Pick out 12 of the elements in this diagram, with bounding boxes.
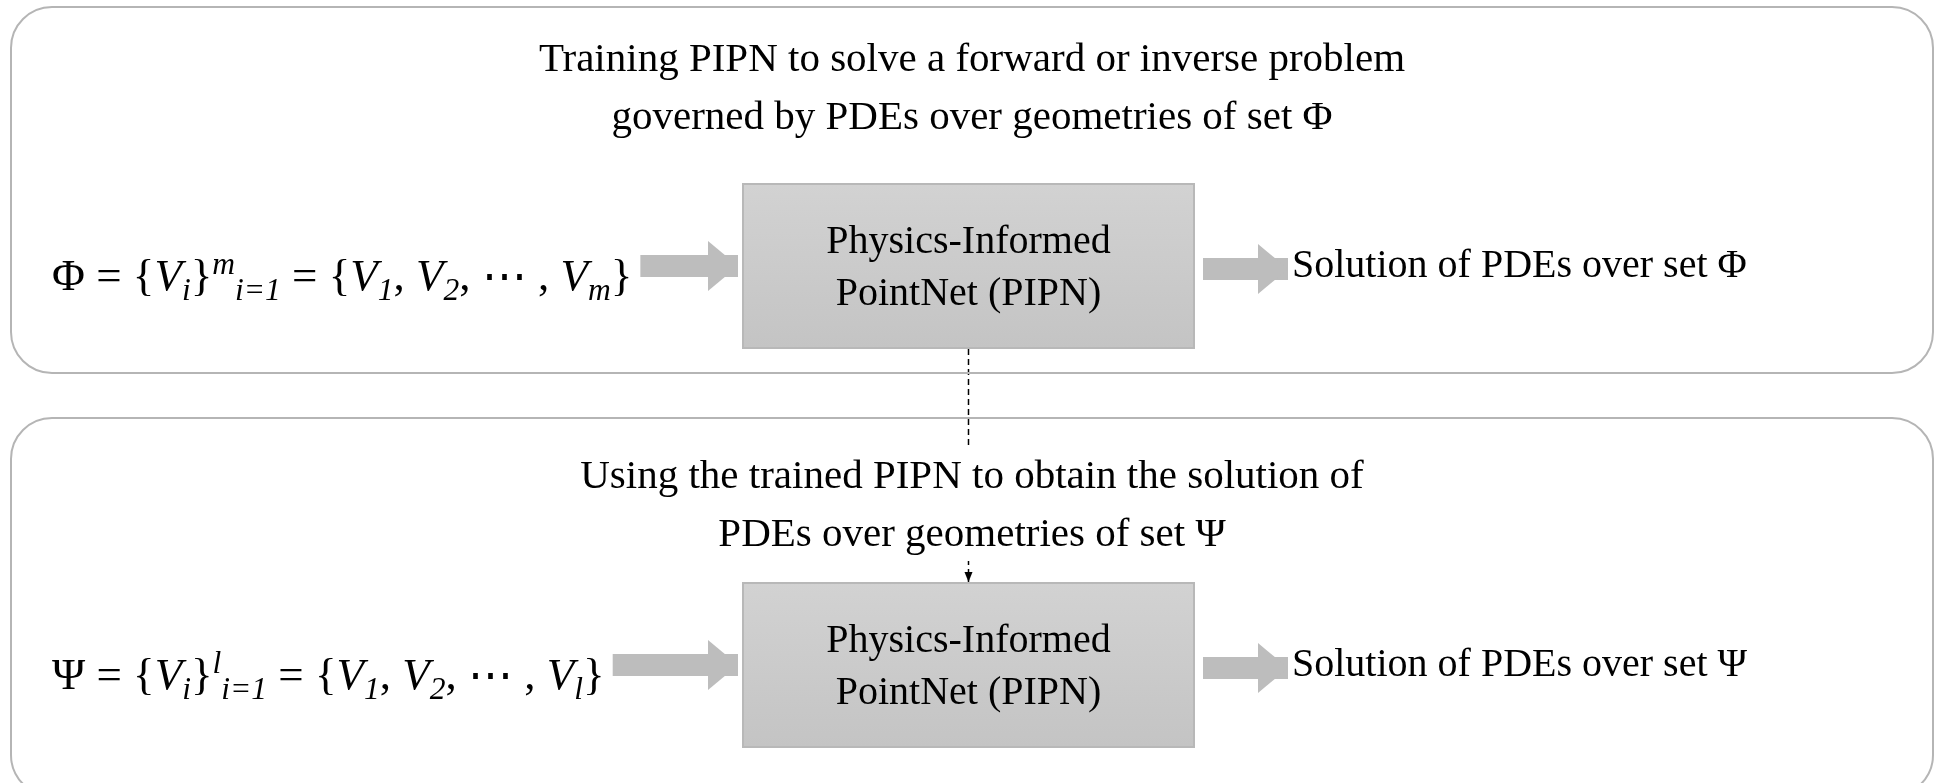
block-arrow [612, 640, 738, 690]
output-label: Solution of PDEs over set Ψ [1292, 638, 1748, 698]
block-arrow [1203, 643, 1288, 693]
output-label: Solution of PDEs over set Φ [1292, 239, 1747, 299]
block-arrow [640, 241, 738, 291]
process-box: Physics-Informed PointNet (PIPN) [742, 582, 1195, 748]
set-formula: Φ = {V$_{i}$}$^{m}$$_{i=1}$ = {V$_{1}$, V$_{2}$, ⋯ , V$_{m}$} [52, 239, 633, 299]
panel-frame [10, 6, 1934, 374]
panel-frame [10, 417, 1934, 783]
block-arrow [1203, 244, 1288, 294]
set-formula: Ψ = {V$_{i}$}$^{l}$$_{i=1}$ = {V$_{1}$, V$_{2}$, ⋯ , V$_{l}$} [52, 638, 605, 698]
process-box: Physics-Informed PointNet (PIPN) [742, 183, 1195, 349]
